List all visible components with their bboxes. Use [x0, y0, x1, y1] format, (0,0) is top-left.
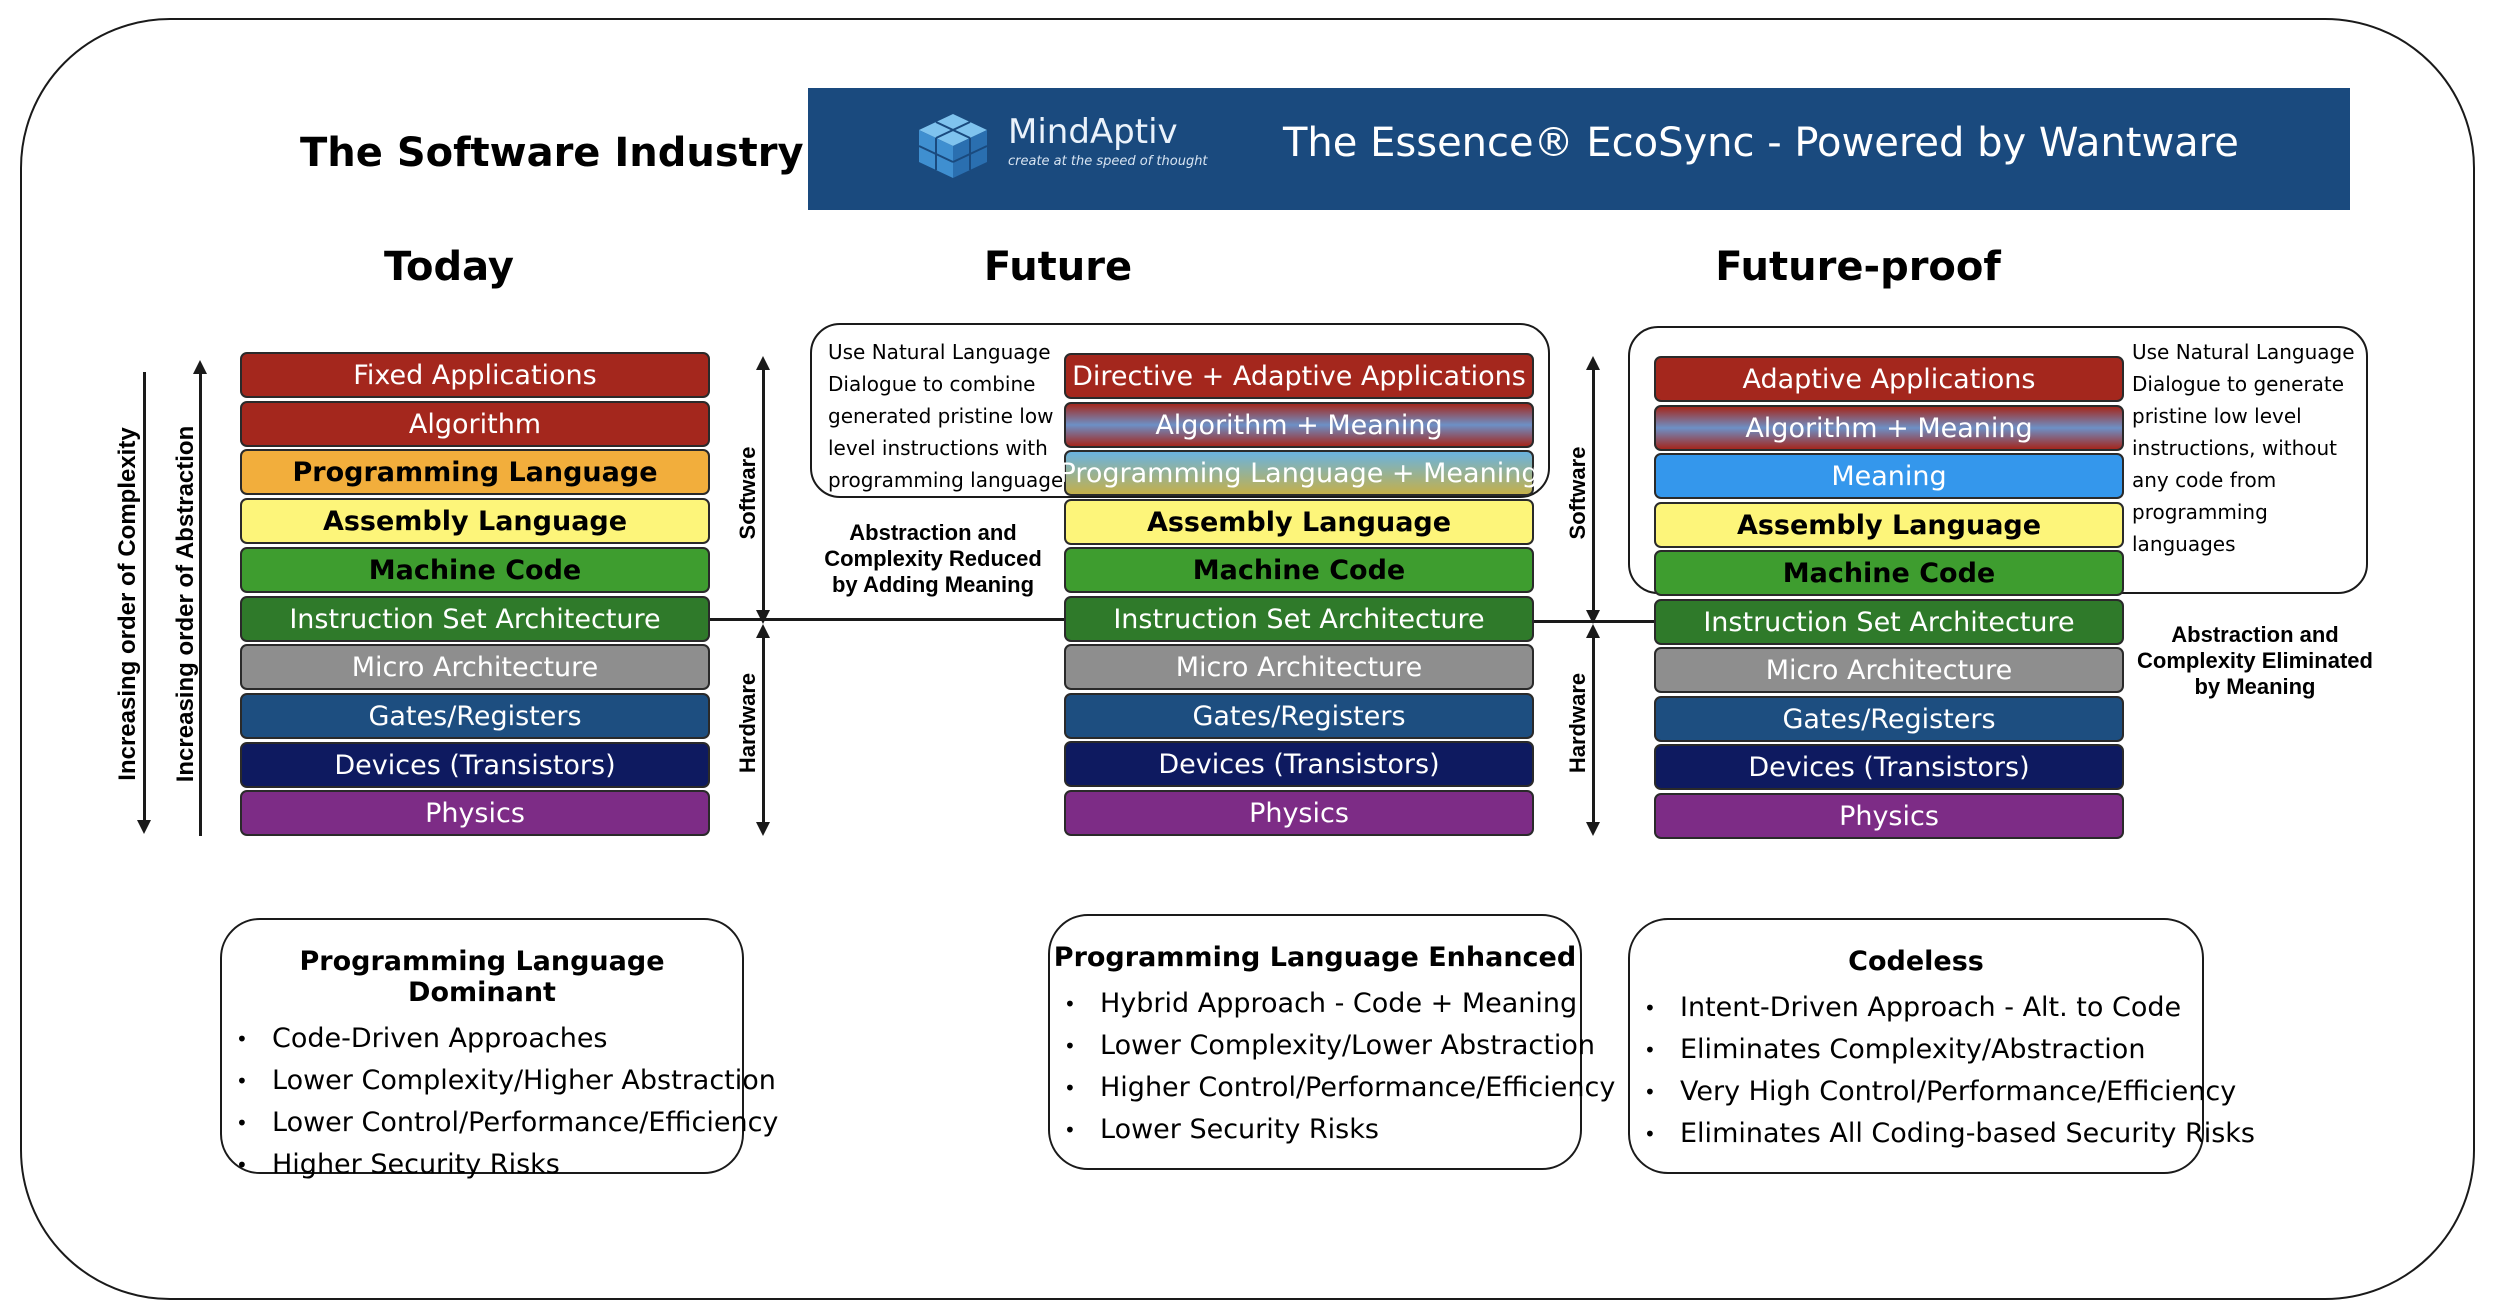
abstraction-axis-label: Increasing order of Abstraction [172, 425, 199, 783]
brand-name: MindAptiv [1008, 112, 1178, 152]
layer-algorithm-meaning: Algorithm + Meaning [1064, 402, 1534, 448]
future-proof-note-text: Use Natural Language Dialogue to generat… [2132, 340, 2355, 556]
list-item: •Code-Driven Approaches [236, 1023, 608, 1054]
list-item: •Higher Control/Performance/Efficiency [1064, 1072, 1616, 1103]
layer-devices-transistors: Devices (Transistors) [240, 742, 710, 788]
list-item: •Higher Security Risks [236, 1149, 560, 1180]
list-item: •Very High Control/Performance/Efficienc… [1644, 1076, 2237, 1107]
hardware-down-arrow-icon-2 [1586, 822, 1600, 836]
summary-title: Programming Language Dominant [299, 946, 665, 1008]
future-note-text: Use Natural Language Dialogue to combine… [828, 340, 1074, 492]
outer-frame [20, 18, 2475, 1300]
layer-gates-registers: Gates/Registers [240, 693, 710, 739]
layer-devices-transistors: Devices (Transistors) [1064, 741, 1534, 787]
layer-physics: Physics [1654, 793, 2124, 839]
brand-tagline: create at the speed of thought [1008, 154, 1208, 169]
layer-devices-transistors: Devices (Transistors) [1654, 744, 2124, 790]
software-industry-title: The Software Industry [300, 130, 804, 176]
list-item: •Eliminates Complexity/Abstraction [1644, 1034, 2146, 1065]
layer-machine-code: Machine Code [240, 547, 710, 593]
software-down-arrow-icon-1 [756, 610, 770, 624]
layer-algorithm-meaning: Algorithm + Meaning [1654, 405, 2124, 451]
software-up-arrow-icon-1 [756, 356, 770, 370]
software-up-arrow-icon-2 [1586, 356, 1600, 370]
hardware-up-arrow-icon-1 [756, 624, 770, 638]
list-item: •Lower Security Risks [1064, 1114, 1379, 1145]
summary-today: Programming Language Dominant •Code-Driv… [220, 918, 778, 1180]
layer-assembly-language: Assembly Language [1064, 499, 1534, 545]
software-label-1: Software [735, 446, 760, 540]
summary-list: •Intent-Driven Approach - Alt. to Code •… [1630, 987, 2256, 1155]
summary-list: •Hybrid Approach - Code + Meaning •Lower… [1050, 983, 1616, 1151]
layer-assembly-language: Assembly Language [240, 498, 710, 544]
hardware-label-2: Hardware [1565, 672, 1590, 774]
heading-today: Today [384, 244, 514, 290]
complexity-axis-label: Increasing order of Complexity [114, 427, 141, 781]
hardware-down-arrow-icon-1 [756, 822, 770, 836]
layer-micro-architecture: Micro Architecture [240, 644, 710, 690]
hardware-up-arrow-icon-2 [1586, 624, 1600, 638]
hardware-range-line-1 [762, 630, 765, 830]
banner-title: The Essence® EcoSync - Powered by Wantwa… [1283, 120, 2239, 166]
list-item: •Eliminates All Coding-based Security Ri… [1644, 1118, 2256, 1149]
mindaptiv-banner: MindAptiv create at the speed of thought… [808, 88, 2350, 210]
layer-machine-code: Machine Code [1654, 550, 2124, 596]
layer-algorithm: Algorithm [240, 401, 710, 447]
layer-gates-registers: Gates/Registers [1064, 693, 1534, 739]
software-range-line-2 [1592, 365, 1595, 619]
hardware-range-line-2 [1592, 630, 1595, 830]
boundary-line-1 [708, 618, 1064, 621]
abstraction-reduced-label: Abstraction and Complexity Reduced by Ad… [824, 520, 1042, 597]
hardware-label-1: Hardware [735, 672, 760, 774]
layer-micro-architecture: Micro Architecture [1064, 644, 1534, 690]
layer-physics: Physics [240, 790, 710, 836]
abstraction-eliminated-label: Abstraction and Complexity Eliminated by… [2137, 622, 2373, 699]
abstraction-axis-arrowhead-icon [193, 360, 207, 374]
layer-meaning: Meaning [1654, 453, 2124, 499]
layer-micro-architecture: Micro Architecture [1654, 647, 2124, 693]
mindaptiv-cube-logo-icon [913, 110, 993, 186]
heading-future: Future [983, 244, 1133, 290]
layer-fixed-applications: Fixed Applications [240, 352, 710, 398]
layer-assembly-language: Assembly Language [1654, 502, 2124, 548]
layer-programming-language-meaning: Programming Language + Meaning [1060, 450, 1538, 496]
heading-future-proof: Future-proof [1715, 244, 2001, 290]
layer-gates-registers: Gates/Registers [1654, 696, 2124, 742]
list-item: •Lower Control/Performance/Efficiency [236, 1107, 779, 1138]
list-item: •Lower Complexity/Lower Abstraction [1064, 1030, 1595, 1061]
layer-programming-language: Programming Language [240, 449, 710, 495]
layer-instruction-set-architecture: Instruction Set Architecture [1064, 596, 1534, 642]
layer-directive-adaptive-applications: Directive + Adaptive Applications [1064, 353, 1534, 399]
summary-title: Codeless [1848, 946, 1984, 977]
summary-list: •Code-Driven Approaches •Lower Complexit… [222, 1018, 779, 1186]
list-item: •Lower Complexity/Higher Abstraction [236, 1065, 776, 1096]
software-label-2: Software [1565, 446, 1590, 540]
summary-future: Programming Language Enhanced •Hybrid Ap… [1048, 914, 1616, 1170]
boundary-line-2 [1532, 620, 1656, 623]
layer-instruction-set-architecture: Instruction Set Architecture [1654, 599, 2124, 645]
layer-adaptive-applications: Adaptive Applications [1654, 356, 2124, 402]
complexity-axis-arrowhead-icon [137, 820, 151, 834]
summary-title: Programming Language Enhanced [1053, 942, 1577, 973]
software-range-line-1 [762, 365, 765, 619]
list-item: •Hybrid Approach - Code + Meaning [1064, 988, 1578, 1019]
layer-physics: Physics [1064, 790, 1534, 836]
layer-instruction-set-architecture: Instruction Set Architecture [240, 596, 710, 642]
layer-machine-code: Machine Code [1064, 547, 1534, 593]
summary-future-proof: Codeless •Intent-Driven Approach - Alt. … [1628, 918, 2256, 1174]
complexity-axis-line [143, 372, 146, 822]
abstraction-axis-line [199, 372, 202, 836]
list-item: •Intent-Driven Approach - Alt. to Code [1644, 992, 2182, 1023]
